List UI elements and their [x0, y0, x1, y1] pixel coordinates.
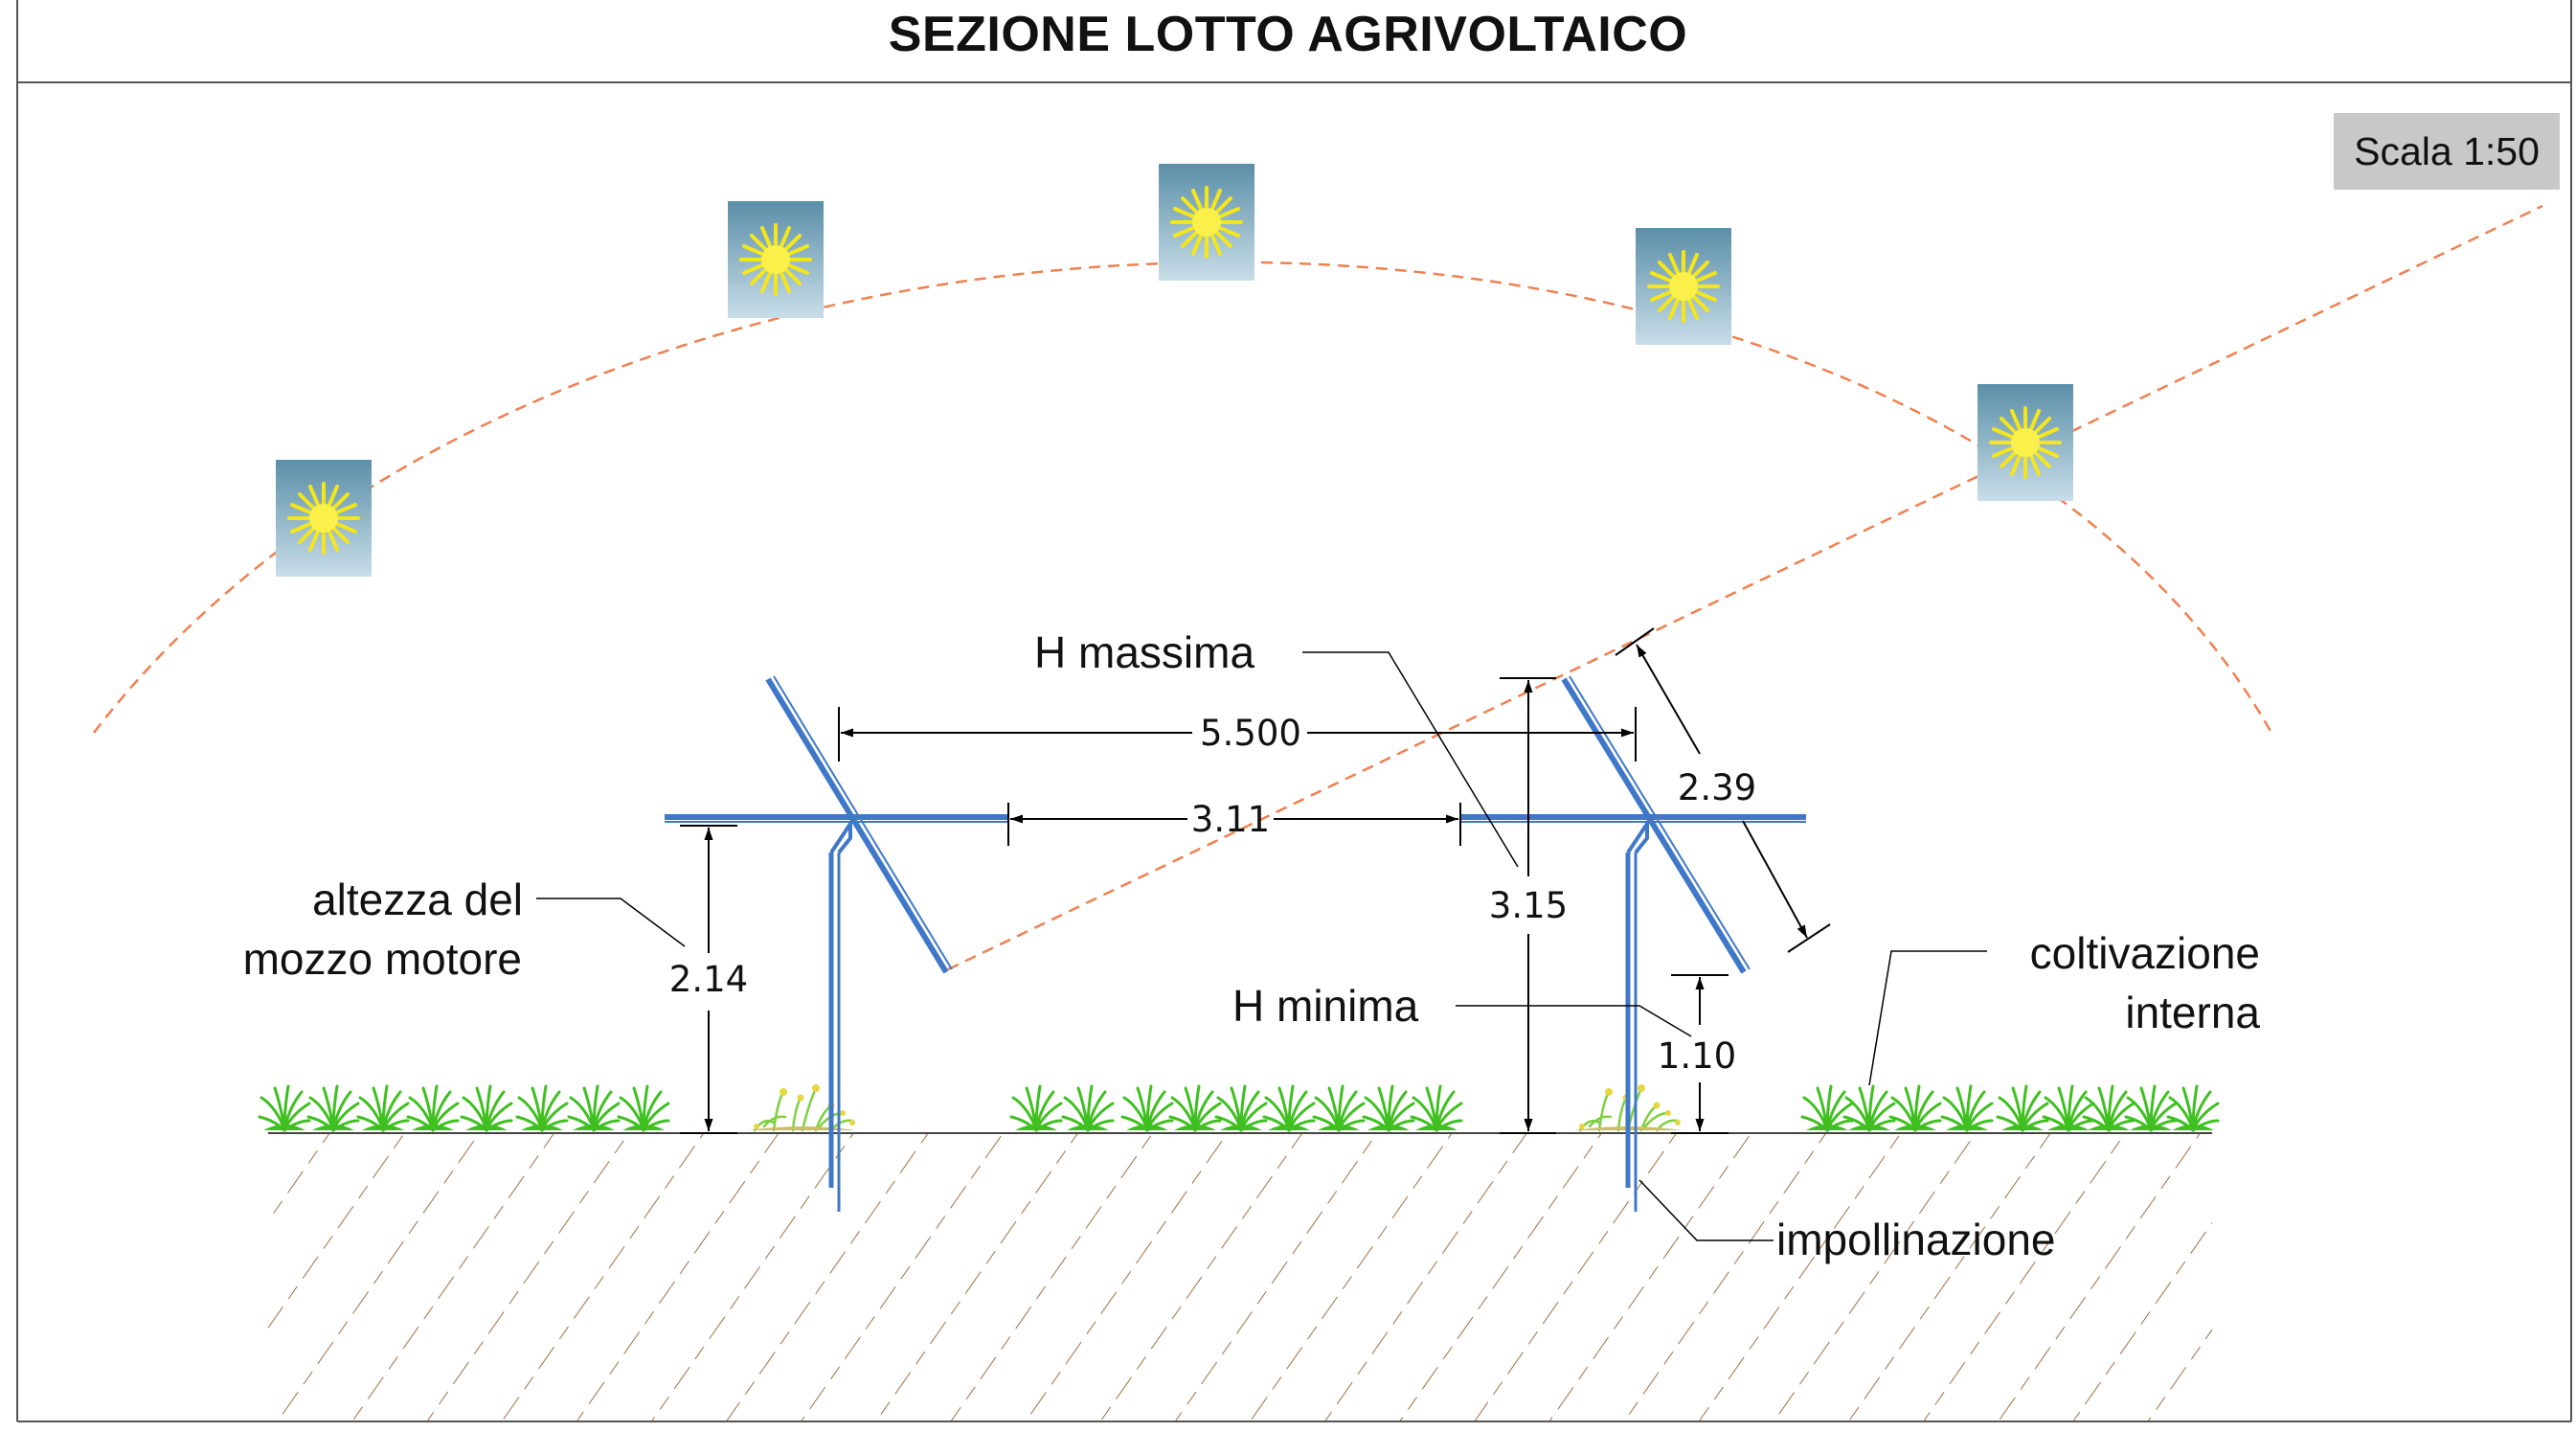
crop-plant-icon [258, 1084, 311, 1132]
dimension-min-height-value: 1.10 [1658, 1035, 1736, 1077]
crop-row-middle [1009, 1084, 1463, 1132]
leader-lines [536, 651, 1987, 1241]
crop-plant-icon [1362, 1084, 1415, 1132]
crop-plant-icon [2166, 1084, 2220, 1132]
crop-plant-icon [1842, 1084, 1896, 1132]
crop-plant-icon [1214, 1084, 1268, 1132]
dimension-gap [1007, 803, 1461, 846]
crop-plant-icon [2082, 1084, 2135, 1132]
dimension-hub-height [680, 825, 737, 1134]
drawing-frame [16, 0, 2572, 1422]
sun-icon [1634, 226, 1733, 347]
crop-plant-icon [460, 1084, 513, 1132]
scale-badge: Scala 1:50 [2334, 113, 2560, 190]
tracker-structure-left [665, 675, 1008, 1212]
dimension-pitch-value: 5.500 [1200, 713, 1301, 754]
crop-plant-icon [1262, 1084, 1316, 1132]
dimension-gap-value: 3.11 [1191, 799, 1270, 840]
label-pollination: impollinazione [1776, 1215, 2056, 1264]
dimension-min-height [1671, 974, 1729, 1134]
crop-plant-icon [1009, 1084, 1063, 1132]
crop-row-right [1800, 1084, 2220, 1132]
dimension-max-height-value: 3.15 [1489, 885, 1568, 926]
dimension-hub-height-value: 2.14 [669, 959, 748, 1000]
crop-plant-icon [306, 1084, 360, 1132]
crop-plant-icon [356, 1084, 410, 1132]
label-crop-line2: interna [2125, 988, 2260, 1037]
crop-plant-icon [1996, 1084, 2049, 1132]
sun-icon [1157, 162, 1256, 283]
sun-icon [726, 199, 825, 320]
crop-plant-icon [1940, 1084, 1994, 1132]
tracker-structure-right [1460, 675, 1806, 1212]
dimension-panel-width-value: 2.39 [1678, 767, 1756, 808]
sun-icon [274, 458, 373, 579]
crop-plant-icon [567, 1084, 621, 1132]
label-hub-height-line1: altezza del [312, 875, 523, 924]
label-h-minima: H minima [1232, 981, 1419, 1031]
page-title: SEZIONE LOTTO AGRIVOLTAICO [888, 7, 1688, 62]
crop-plant-icon [1312, 1084, 1366, 1132]
dimension-pitch [838, 707, 1637, 761]
crop-plant-icon [1061, 1084, 1115, 1132]
crop-plant-icon [1410, 1084, 1463, 1132]
label-hub-height-line2: mozzo motore [243, 934, 522, 984]
dimension-panel-width [1615, 627, 1831, 953]
crop-plant-icon [1120, 1084, 1174, 1132]
crop-plant-icon [1168, 1084, 1222, 1132]
dimension-max-height [1500, 677, 1556, 1134]
crop-plant-icon [2042, 1084, 2095, 1132]
crop-plant-icon [2124, 1084, 2178, 1132]
sun-icon [1976, 382, 2075, 503]
crop-plant-icon [515, 1084, 569, 1132]
crop-plant-icon [1888, 1084, 1942, 1132]
label-crop-line1: coltivazione [2030, 928, 2260, 978]
crop-plant-icon [1800, 1084, 1854, 1132]
soil-section [268, 1133, 2212, 1421]
crop-plant-icon [406, 1084, 460, 1132]
crop-plant-icon [617, 1084, 670, 1132]
crop-row-left [258, 1084, 670, 1132]
label-h-massima: H massima [1034, 627, 1254, 677]
sun-ray-line [947, 204, 2543, 971]
